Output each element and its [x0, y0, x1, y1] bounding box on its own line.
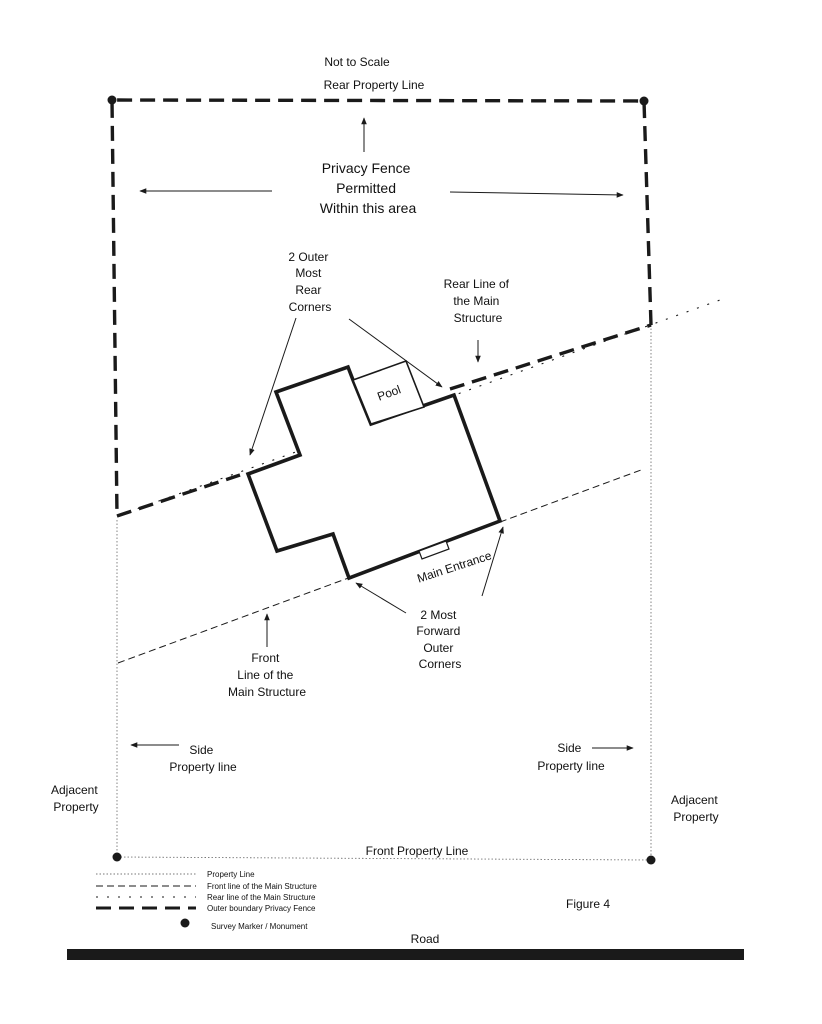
privacy-fence-label: Privacy Fence Permitted Within this area — [320, 160, 417, 216]
arrow-rear-corner-right — [348, 318, 443, 388]
legend-fence-label: Outer boundary Privacy Fence — [207, 904, 316, 913]
side-property-line-right-label: Side Property line — [537, 741, 605, 773]
front-property-line-label: Front Property Line — [366, 844, 469, 858]
privacy-fence-rear-line-left — [116, 473, 241, 518]
rear-property-line-label: Rear Property Line — [324, 78, 425, 92]
forward-corners-label: 2 Most Forward Outer Corners — [416, 608, 463, 671]
road-label: Road — [411, 932, 440, 946]
road — [67, 949, 744, 960]
scale-note: Not to Scale — [324, 55, 390, 69]
adjacent-property-left-label: Adjacent Property — [51, 783, 101, 814]
survey-marker-rear-right — [639, 96, 649, 106]
survey-marker-front-left — [112, 852, 122, 862]
front-line-label: Front Line of the Main Structure — [228, 651, 306, 699]
legend: Property Line Front line of the Main Str… — [96, 870, 317, 931]
legend-rear-line-label: Rear line of the Main Structure — [207, 893, 316, 902]
arrow-forward-corner-right — [481, 526, 504, 597]
rear-corners-label: 2 Outer Most Rear Corners — [288, 250, 331, 314]
front-property-line — [116, 856, 652, 861]
arrow-rear-corner-left — [249, 317, 297, 456]
legend-survey-marker-sample — [180, 918, 190, 928]
side-property-line-left-label: Side Property line — [169, 743, 237, 774]
privacy-fence-rear-line-right — [449, 323, 652, 391]
survey-marker-rear-left — [107, 95, 117, 105]
legend-survey-marker-label: Survey Marker / Monument — [211, 922, 308, 931]
main-entrance-marker — [418, 540, 450, 560]
legend-property-line-label: Property Line — [207, 870, 255, 879]
survey-marker-front-right — [646, 855, 656, 865]
privacy-fence-boundary — [110, 98, 653, 517]
figure-label: Figure 4 — [566, 897, 610, 911]
arrow-forward-corner-left — [355, 582, 407, 614]
arrow-privacy-right — [449, 191, 624, 198]
rear-line-label: Rear Line of the Main Structure — [444, 277, 513, 325]
legend-front-line-label: Front line of the Main Structure — [207, 882, 317, 891]
pool-outline — [351, 359, 426, 425]
adjacent-property-right-label: Adjacent Property — [671, 793, 721, 824]
